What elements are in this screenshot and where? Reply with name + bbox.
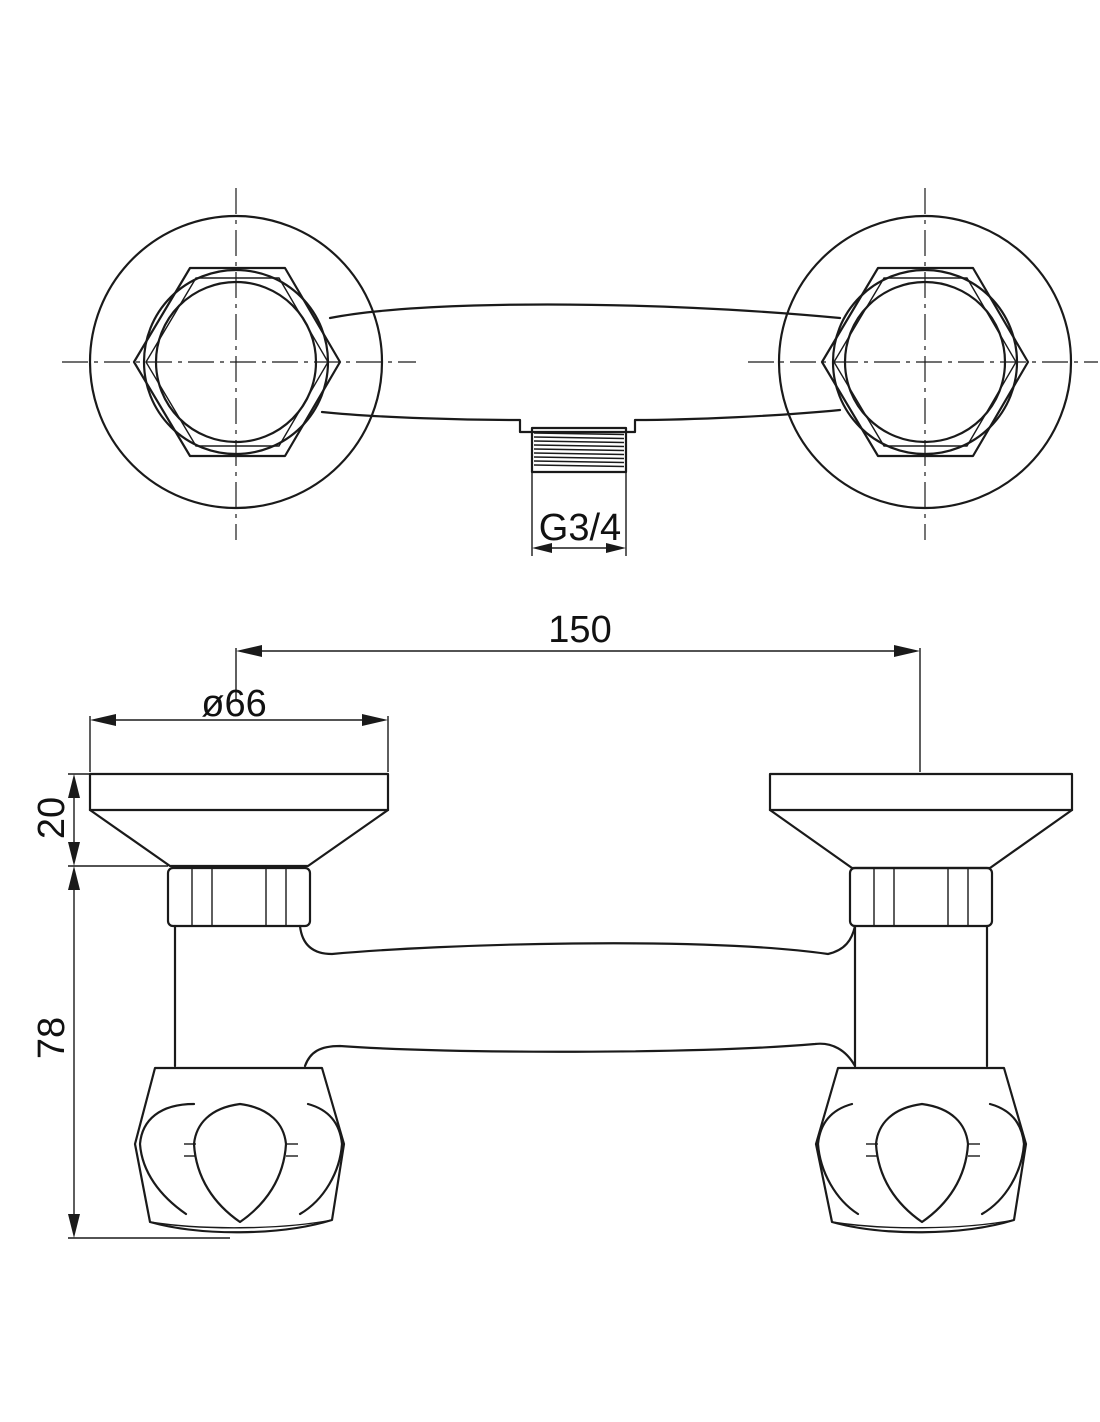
right-flange-front	[768, 772, 1074, 870]
right-handle-front	[814, 1066, 1028, 1234]
flange-diameter-dimension: ø66	[89, 683, 389, 772]
thread-outlet	[530, 426, 628, 474]
thread-line	[533, 444, 625, 448]
thread-line	[533, 436, 625, 440]
left-nut-front	[166, 866, 312, 928]
thread-size-label: G3/4	[539, 507, 621, 549]
top-view: G3/4	[62, 188, 1098, 556]
body-height-label: 78	[31, 1017, 73, 1059]
center-distance-label: 150	[548, 609, 611, 651]
left-hex-nut	[132, 266, 342, 458]
top-view-centerlines	[62, 188, 1098, 540]
connecting-bar-front	[298, 924, 857, 1068]
thread-line	[533, 440, 625, 444]
left-flange-front	[88, 772, 390, 868]
thread-line	[533, 460, 625, 464]
thread-lines	[533, 432, 625, 468]
valve-bodies-front	[173, 924, 989, 1068]
front-view: 150 ø66 20 78	[31, 609, 1074, 1239]
left-handle-front	[133, 1066, 346, 1234]
thread-line	[533, 464, 625, 468]
thread-line	[533, 448, 625, 452]
thread-body	[530, 426, 628, 474]
body-height-dimension: 78	[31, 866, 230, 1239]
center-distance-dimension: 150	[235, 609, 921, 772]
flange-diameter-label: ø66	[201, 683, 266, 725]
right-nut-front	[848, 866, 994, 928]
flange-height-dimension: 20	[31, 773, 168, 867]
thread-line	[533, 452, 625, 456]
thread-line	[533, 432, 625, 436]
flange-height-label: 20	[31, 797, 73, 839]
thread-dimension: G3/4	[531, 472, 627, 556]
top-view-body	[320, 303, 842, 434]
thread-line	[533, 456, 625, 460]
